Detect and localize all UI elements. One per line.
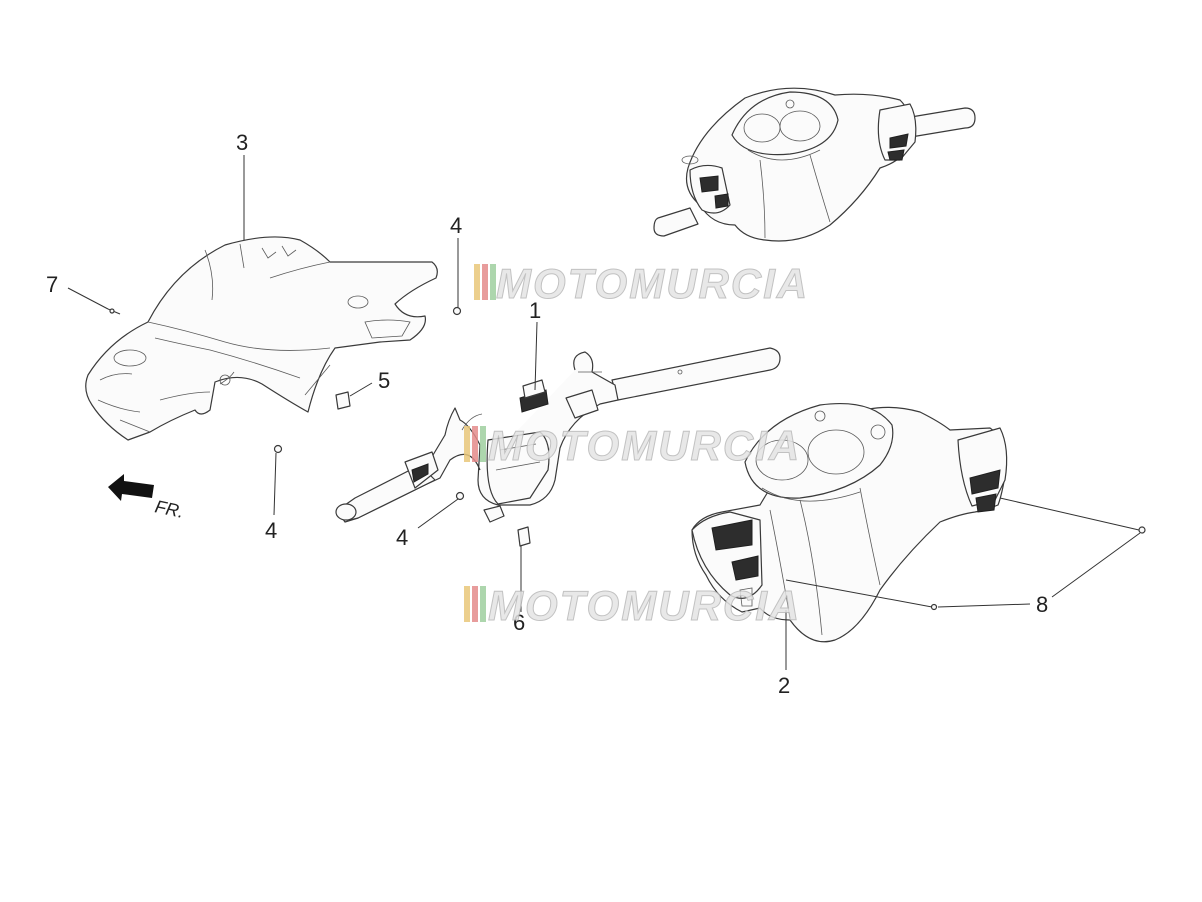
direction-label: FR. <box>153 496 186 522</box>
leader-lines <box>67 155 1141 670</box>
watermark-stripe <box>480 426 486 462</box>
watermark-text: MOTOMURCIA <box>488 422 801 469</box>
watermark-stripe <box>472 586 478 622</box>
watermark-bottom: MOTOMURCIA <box>464 582 801 630</box>
leader-8-left-screw <box>785 579 933 608</box>
callout-6: 6 <box>513 610 525 635</box>
watermark-stripe <box>490 264 496 300</box>
watermark-middle: MOTOMURCIA <box>464 422 801 470</box>
leader-8-right-screw <box>999 497 1140 531</box>
leader-4-center <box>417 498 459 529</box>
screw-4-center <box>455 491 465 501</box>
watermark-text: MOTOMURCIA <box>496 260 809 307</box>
watermark-stripe <box>472 426 478 462</box>
watermark-stripe <box>464 586 470 622</box>
callout-8: 8 <box>1036 592 1048 617</box>
watermark-top: MOTOMURCIA <box>474 260 809 308</box>
watermark-text: MOTOMURCIA <box>488 582 801 629</box>
screw-8-left <box>930 603 938 611</box>
callout-4-top: 4 <box>450 213 462 238</box>
rear-handlebar-cover <box>85 236 438 441</box>
leader-7 <box>67 287 109 310</box>
callout-5: 5 <box>378 368 390 393</box>
screw-4-bottom-left <box>273 444 283 454</box>
leader-4-bottom-left <box>273 452 277 516</box>
front-direction-indicator: FR. <box>108 474 186 522</box>
arrow-left-icon <box>108 474 154 501</box>
screw-8-right <box>1138 526 1146 534</box>
watermark-stripe <box>482 264 488 300</box>
callout-3: 3 <box>236 130 248 155</box>
leader-5 <box>349 382 373 397</box>
leader-8-right <box>1051 532 1141 598</box>
clip-5 <box>335 391 351 410</box>
callout-4-bottom-left: 4 <box>265 518 277 543</box>
watermark-stripe <box>480 586 486 622</box>
clip-6 <box>517 526 531 547</box>
leader-8-left <box>937 603 1031 608</box>
callout-4-center: 4 <box>396 525 408 550</box>
callout-2: 2 <box>778 673 790 698</box>
callout-labels: 3 7 4 5 4 1 4 6 2 8 <box>46 130 1048 698</box>
screw-7 <box>107 308 121 315</box>
callout-1: 1 <box>529 298 541 323</box>
assembled-handlebar-cover-top <box>653 87 976 242</box>
watermark-stripe <box>464 426 470 462</box>
screw-4-top <box>452 306 462 316</box>
watermark-stripe <box>474 264 480 300</box>
front-handlebar-cover <box>691 402 1008 643</box>
handlebar <box>335 347 781 523</box>
callout-7: 7 <box>46 272 58 297</box>
leader-1 <box>534 321 538 391</box>
